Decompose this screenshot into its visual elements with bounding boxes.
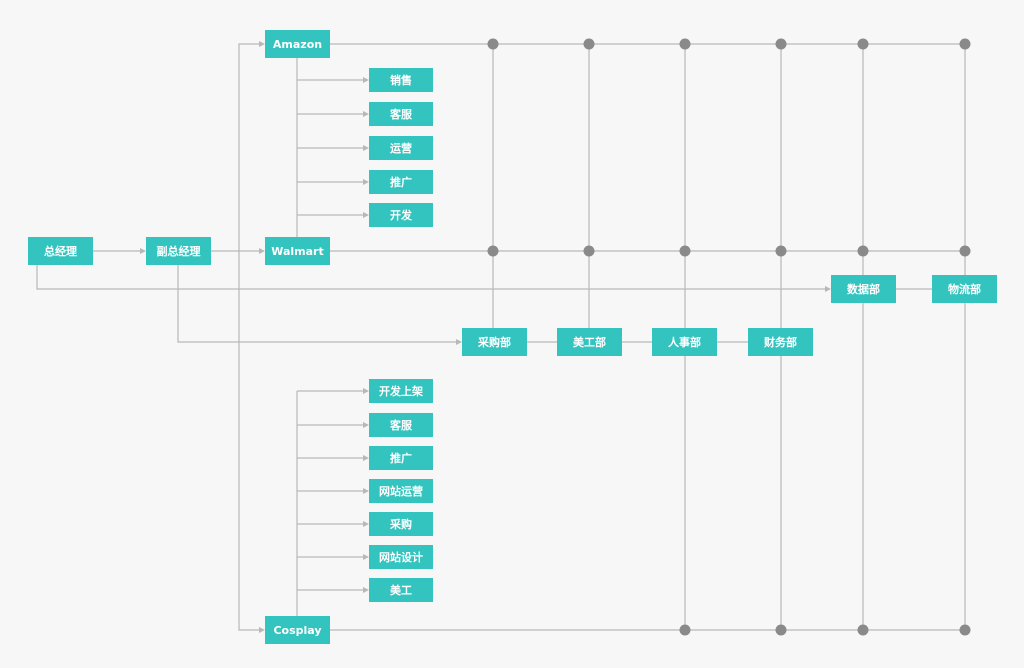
node-cosplay: Cosplay bbox=[265, 616, 330, 644]
arrow-head bbox=[363, 111, 369, 117]
node-logistics-dept: 物流部 bbox=[932, 275, 997, 303]
junction-dot bbox=[487, 245, 499, 257]
node-cosplay-web-operations: 网站运营 bbox=[369, 479, 433, 503]
junction-dots bbox=[487, 38, 971, 636]
junction-dot bbox=[775, 624, 787, 636]
junction-dot bbox=[857, 38, 869, 50]
junction-dot bbox=[775, 38, 787, 50]
junction-dot bbox=[959, 245, 971, 257]
junction-dot bbox=[487, 38, 499, 50]
node-art-dept: 美工部 bbox=[557, 328, 622, 356]
node-general-manager: 总经理 bbox=[28, 237, 93, 265]
node-cosplay-art: 美工 bbox=[369, 578, 433, 602]
connector-lines bbox=[36, 43, 966, 631]
arrow-head bbox=[456, 339, 462, 345]
junction-dot bbox=[583, 38, 595, 50]
arrow-head bbox=[140, 248, 146, 254]
node-data-dept: 数据部 bbox=[831, 275, 896, 303]
node-cosplay-purchasing: 采购 bbox=[369, 512, 433, 536]
node-purchasing-dept: 采购部 bbox=[462, 328, 527, 356]
arrow-head bbox=[363, 388, 369, 394]
node-amazon: Amazon bbox=[265, 30, 330, 58]
junction-dot bbox=[679, 624, 691, 636]
arrow-head bbox=[259, 41, 265, 47]
arrow-head bbox=[259, 627, 265, 633]
arrow-head bbox=[825, 286, 831, 292]
junction-dot bbox=[679, 245, 691, 257]
node-amazon-operations: 运营 bbox=[369, 136, 433, 160]
node-hr-dept: 人事部 bbox=[652, 328, 717, 356]
node-cosplay-dev-listing: 开发上架 bbox=[369, 379, 433, 403]
arrow-head bbox=[363, 422, 369, 428]
node-vice-general-manager: 副总经理 bbox=[146, 237, 211, 265]
arrow-head bbox=[363, 488, 369, 494]
node-cosplay-web-design: 网站设计 bbox=[369, 545, 433, 569]
node-amazon-promotion: 推广 bbox=[369, 170, 433, 194]
junction-dot bbox=[857, 245, 869, 257]
arrow-head bbox=[363, 521, 369, 527]
arrow-head bbox=[259, 248, 265, 254]
junction-dot bbox=[583, 245, 595, 257]
junction-dot bbox=[959, 38, 971, 50]
connector-arrows bbox=[140, 41, 831, 633]
node-amazon-customer-service: 客服 bbox=[369, 102, 433, 126]
arrow-head bbox=[363, 587, 369, 593]
junction-dot bbox=[679, 38, 691, 50]
junction-dot bbox=[959, 624, 971, 636]
node-walmart: Walmart bbox=[265, 237, 330, 265]
node-cosplay-promotion: 推广 bbox=[369, 446, 433, 470]
node-amazon-development: 开发 bbox=[369, 203, 433, 227]
arrow-head bbox=[363, 145, 369, 151]
arrow-head bbox=[363, 77, 369, 83]
junction-dot bbox=[857, 624, 869, 636]
arrow-head bbox=[363, 455, 369, 461]
node-amazon-sales: 销售 bbox=[369, 68, 433, 92]
node-cosplay-customer-service: 客服 bbox=[369, 413, 433, 437]
arrow-head bbox=[363, 554, 369, 560]
arrow-head bbox=[363, 212, 369, 218]
node-finance-dept: 财务部 bbox=[748, 328, 813, 356]
arrow-head bbox=[363, 179, 369, 185]
junction-dot bbox=[775, 245, 787, 257]
